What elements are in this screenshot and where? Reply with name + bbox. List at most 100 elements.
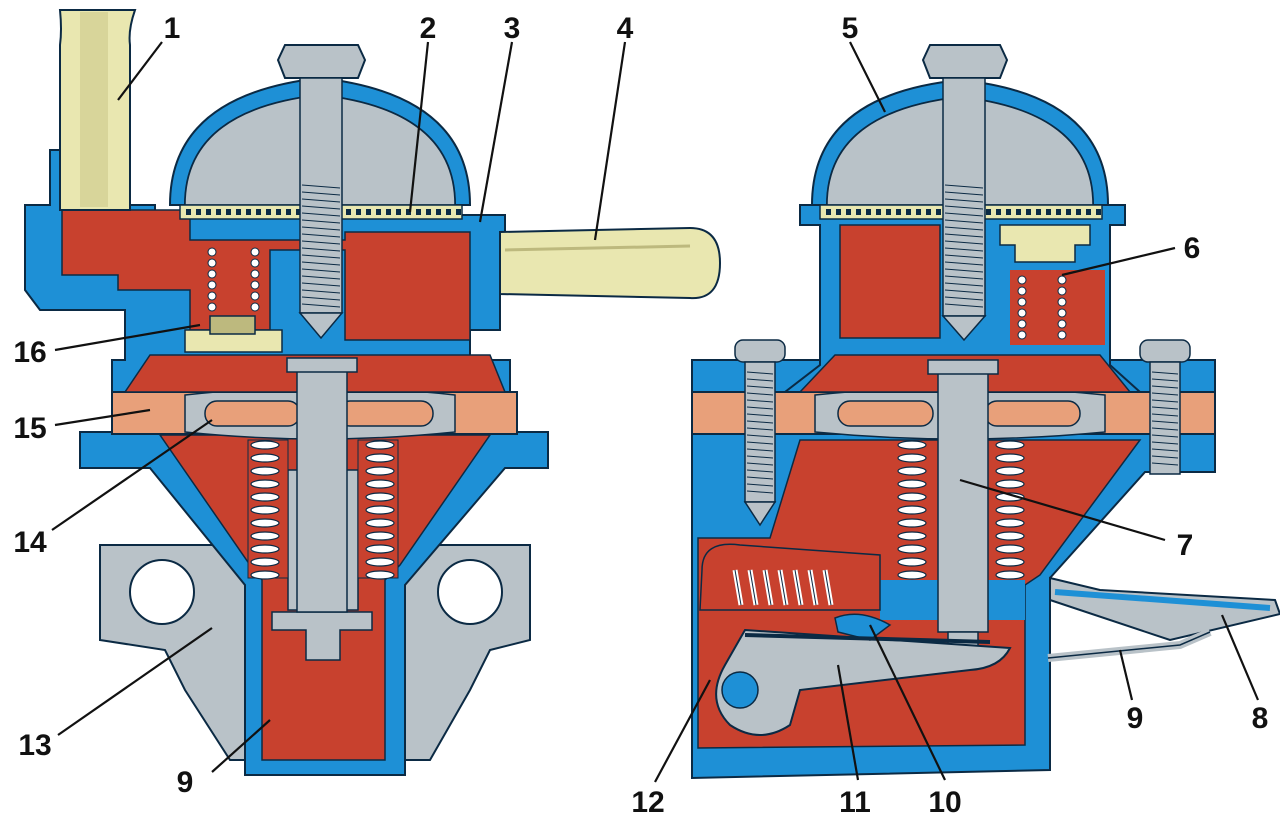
spring-coil [365, 466, 395, 476]
diaphragm-rod-right [937, 369, 989, 633]
flange-screw-threads [746, 371, 1179, 494]
label-12: 12 [631, 786, 664, 819]
valve-coil [207, 247, 217, 257]
lever-spring-coil-edge [734, 569, 742, 606]
spring-coils-right [897, 440, 1025, 580]
mesh-cell [866, 209, 871, 215]
cover-bolt-tip-right [941, 315, 987, 342]
spring-coil [365, 492, 395, 502]
mesh-cell [936, 209, 941, 215]
spring-coil [897, 570, 927, 580]
mesh-cell [1066, 209, 1071, 215]
mesh-cell [196, 209, 201, 215]
mesh-cell [986, 209, 991, 215]
valve-coil [1017, 275, 1027, 285]
thread-line [746, 462, 774, 466]
cover-bolt-tip-left [298, 312, 344, 340]
thread-line [944, 191, 984, 196]
leader-10 [869, 624, 946, 781]
left-section-view [24, 9, 722, 776]
thread-line [944, 212, 984, 217]
thread-line [746, 455, 774, 459]
valve-coil [207, 258, 217, 268]
thread-line [944, 226, 984, 231]
thread-line [301, 212, 341, 217]
mesh-cell [416, 209, 421, 215]
spring-coil [250, 557, 280, 567]
spring-coil [365, 440, 395, 450]
thread-line [944, 275, 984, 280]
thread-line [746, 427, 774, 431]
spring-coil [365, 518, 395, 528]
spring-coil [897, 440, 927, 450]
mesh-cell [1046, 209, 1051, 215]
thread-line [301, 205, 341, 210]
spring-coil [250, 570, 280, 580]
label-7: 7 [1177, 529, 1194, 562]
mesh-cell [216, 209, 221, 215]
valve-coil [250, 269, 260, 279]
thread-line [746, 434, 774, 438]
valve-spring-coils [207, 247, 260, 312]
thread-line [1151, 462, 1179, 466]
valve-coil [250, 291, 260, 301]
thread-line [944, 254, 984, 259]
mesh-cell [276, 209, 281, 215]
mesh-cell [426, 209, 431, 215]
pull-rod-outline [1047, 631, 1211, 659]
thread-line [944, 198, 984, 203]
label-10: 10 [928, 786, 961, 819]
thread-line [944, 268, 984, 273]
thread-line [746, 392, 774, 396]
diaphragm-window-d [984, 400, 1081, 427]
spring-coil [995, 557, 1025, 567]
label-5: 5 [842, 12, 859, 45]
thread-line [301, 226, 341, 231]
valve-coil [1057, 275, 1067, 285]
mesh-cell [376, 209, 381, 215]
mesh-cell [926, 209, 931, 215]
mesh-cell [1036, 209, 1041, 215]
valve-coil [250, 247, 260, 257]
diaphragm-rod-left [296, 361, 348, 613]
thread-line [746, 490, 774, 494]
leader-4 [593, 41, 627, 241]
valve-coil [1017, 330, 1027, 340]
mesh-cell [396, 209, 401, 215]
valve-coil [1057, 286, 1067, 296]
thread-line [1151, 378, 1179, 382]
cover-bolt-head-right [921, 44, 1009, 79]
label-2: 2 [420, 12, 437, 45]
thread-line [746, 378, 774, 382]
valve-coil [1057, 319, 1067, 329]
spring-coil [897, 557, 927, 567]
inlet-pipe-shade [80, 12, 108, 207]
thread-line [301, 198, 341, 203]
mesh-cell [346, 209, 351, 215]
spring-coil [250, 544, 280, 554]
diaphragm-rod-nut-left [286, 357, 358, 373]
mesh-cell [846, 209, 851, 215]
leader-5 [849, 41, 886, 113]
spring-coil [897, 505, 927, 515]
mesh-cell [186, 209, 191, 215]
thread-line [944, 184, 984, 189]
mesh-cell [226, 209, 231, 215]
diaphragm-window-c [837, 400, 934, 427]
lever-spring-coil-edge [779, 569, 787, 606]
valve-coil [1017, 308, 1027, 318]
thread-line [301, 191, 341, 196]
valve-coil [207, 291, 217, 301]
thread-line [301, 184, 341, 189]
spring-coil [365, 479, 395, 489]
spring-coil [250, 505, 280, 515]
thread-line [746, 385, 774, 389]
thread-line [944, 289, 984, 294]
leader-14 [51, 419, 213, 531]
manual-lever-edge [1054, 589, 1271, 611]
thread-line [746, 399, 774, 403]
leader-9a [211, 719, 271, 773]
cover-bolt-thread-right [944, 184, 984, 308]
spring-coil [995, 492, 1025, 502]
mesh-cell [286, 209, 291, 215]
